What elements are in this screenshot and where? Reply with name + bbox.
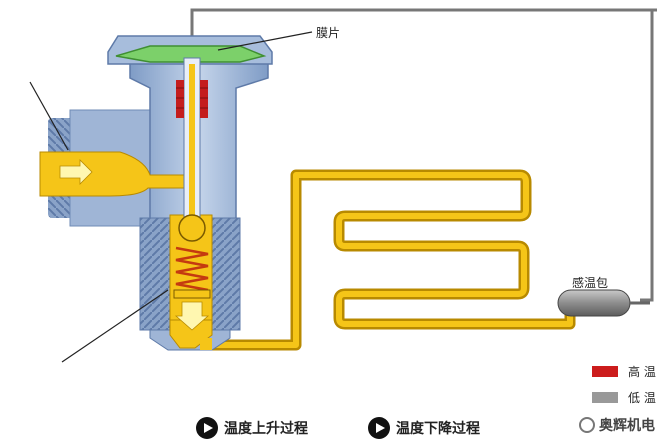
wechat-icon xyxy=(579,417,595,433)
diaphragm-membrane xyxy=(115,45,267,63)
watermark: 奥辉机电 xyxy=(579,415,655,435)
seal-rings xyxy=(176,80,208,118)
push-rod-core xyxy=(189,64,195,216)
legend-label-high: 高 温 xyxy=(628,365,656,379)
capillary-tube-right xyxy=(640,10,654,302)
sensing-bulb-label: 感温包 xyxy=(572,276,609,290)
temperature-fall-label: 温度下降过程 xyxy=(396,421,480,437)
spring-seat xyxy=(173,289,211,299)
temperature-rise-label: 温度上升过程 xyxy=(224,421,308,437)
flow-arrows xyxy=(59,159,210,331)
legend-swatch-low xyxy=(592,392,618,403)
sensing-bulb xyxy=(557,289,631,317)
pointer-line-spring xyxy=(61,289,169,363)
pointer-line-inlet xyxy=(29,81,69,151)
diaphragm-label: 膜片 xyxy=(316,26,341,40)
legend-label-low: 低 温 xyxy=(628,391,656,405)
play-icon xyxy=(196,417,218,439)
spring xyxy=(175,246,209,292)
pointer-line-diaphragm xyxy=(217,31,313,51)
nozzle-link xyxy=(200,338,212,350)
play-icon xyxy=(368,417,390,439)
outlet-tube-outline xyxy=(205,169,576,351)
outlet-tube xyxy=(205,172,573,348)
temperature-rise-button[interactable]: 温度上升过程 xyxy=(196,417,308,439)
watermark-text: 奥辉机电 xyxy=(599,418,655,434)
valve-ball xyxy=(178,214,206,242)
legend-swatch-high xyxy=(592,366,618,377)
temperature-fall-button[interactable]: 温度下降过程 xyxy=(368,417,480,439)
